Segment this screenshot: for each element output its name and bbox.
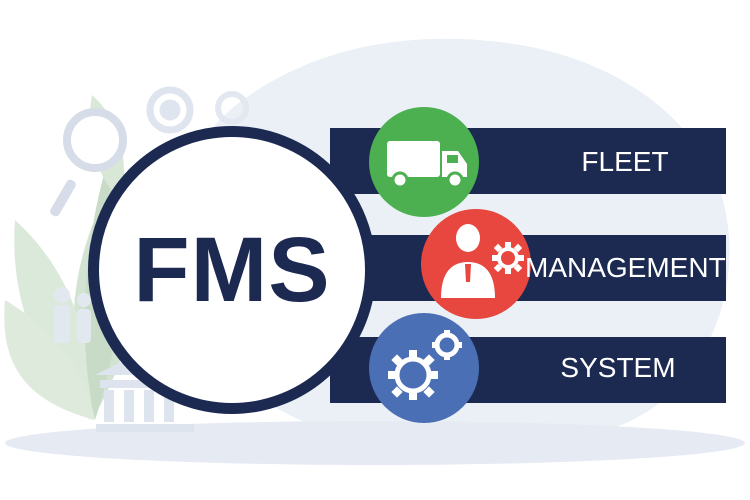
system-badge [369, 313, 479, 423]
acronym-text: FMS [133, 218, 331, 321]
businessman-gear-icon [441, 224, 524, 298]
word-fleet: FLEET [581, 146, 669, 177]
people-decoration [54, 287, 91, 343]
word-management: MANAGEMENT [525, 252, 726, 283]
magnifier-decoration [50, 108, 127, 217]
word-system: SYSTEM [560, 352, 676, 383]
truck-icon [387, 141, 467, 189]
acronym-circle: FMS [88, 126, 376, 414]
management-bar [345, 235, 726, 301]
light-gear-right [215, 91, 249, 125]
light-gear-left [146, 86, 194, 134]
gears-icon [388, 330, 462, 400]
